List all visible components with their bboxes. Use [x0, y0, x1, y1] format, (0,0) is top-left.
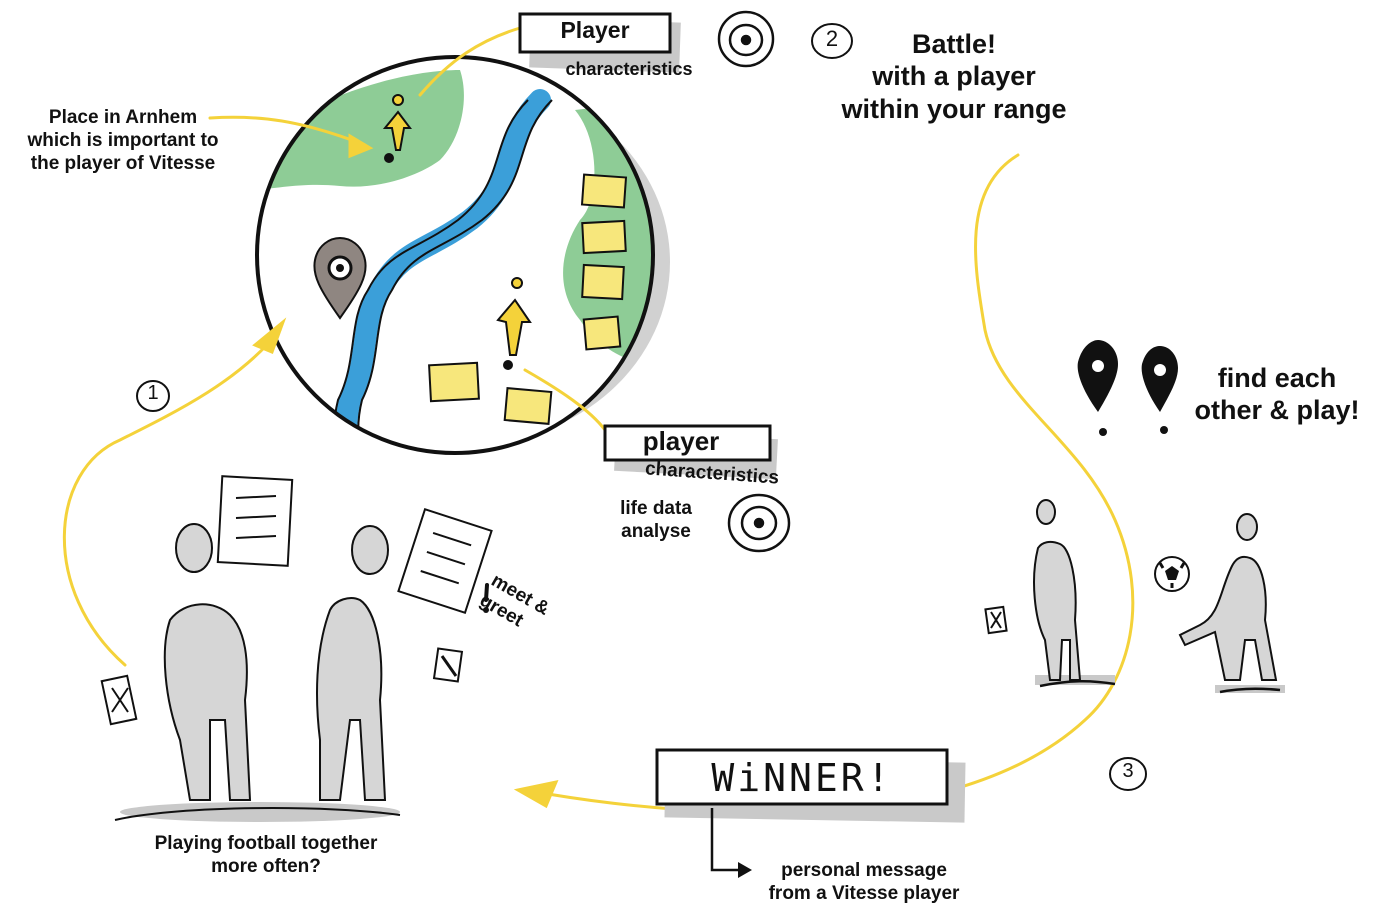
- battle-players: [984, 499, 1285, 694]
- checklist-icon: [397, 508, 493, 614]
- personal-message-caption: personal message from a Vitesse player: [768, 860, 960, 904]
- arrow-player-top: [418, 26, 522, 97]
- city-map: [255, 55, 670, 455]
- arrow-step-one: [62, 328, 282, 667]
- step-badges: [136, 23, 1147, 791]
- arrow-place-to-map: [208, 115, 367, 147]
- player-card-mid-title: player: [642, 426, 720, 456]
- target-icon: [717, 10, 775, 68]
- player-card-top-title: Player: [560, 17, 630, 43]
- player-figure-map-center: [496, 277, 532, 370]
- winner-banner-text: WiNNER!: [711, 756, 893, 800]
- location-pin-icon: [1077, 340, 1178, 436]
- checklist-icon: [216, 475, 294, 567]
- mug-icon: [432, 647, 464, 683]
- step-three-number: 3: [1122, 760, 1134, 782]
- player-card-top: [518, 12, 681, 73]
- step-one-number: 1: [147, 382, 159, 404]
- fans-group: [100, 475, 493, 822]
- football-icon: [1154, 556, 1190, 592]
- player-card-mid: [603, 424, 778, 480]
- map-park-top: [257, 70, 464, 190]
- battle-label: Battle! with a player within your range: [841, 29, 1067, 124]
- player-figure-map-top: [382, 94, 412, 163]
- phone-icon: [984, 605, 1008, 635]
- arrow-player-mid: [523, 368, 607, 432]
- playing-football-caption: Playing football together more often?: [154, 833, 378, 877]
- phone-icon: [100, 674, 138, 726]
- player-card-top-subtitle: characteristics: [565, 59, 693, 79]
- map-river: [335, 89, 551, 453]
- location-pin-icon: [313, 236, 367, 320]
- map-buildings: [428, 173, 628, 425]
- place-in-arnhem-label: Place in Arnhem which is important to th…: [27, 107, 219, 174]
- find-each-other-label: find each other & play!: [1194, 363, 1360, 426]
- step-two-number: 2: [825, 26, 839, 51]
- winner-banner: [655, 748, 966, 878]
- life-data-label: life data analyse: [620, 498, 692, 542]
- target-icon: [727, 493, 791, 553]
